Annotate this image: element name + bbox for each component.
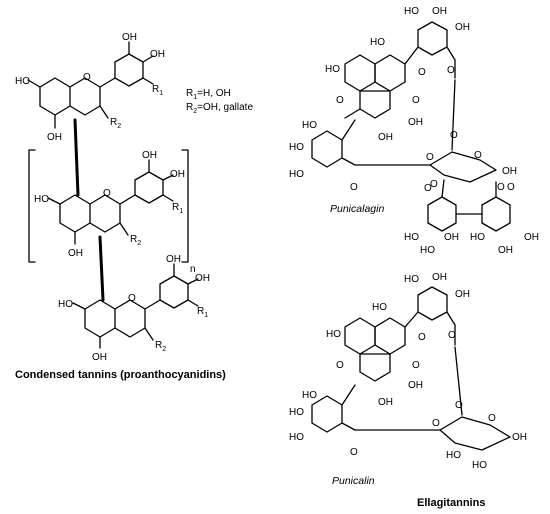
punicalagin-structure <box>311 21 511 232</box>
atom-label-ho: HO <box>404 232 419 243</box>
condensed-tannin-structure <box>27 41 199 349</box>
atom-label-o: O <box>447 65 455 76</box>
atom-label-o: O <box>128 293 136 304</box>
atom-label-ho: HO <box>370 37 385 48</box>
atom-label-ho: HO <box>325 64 340 75</box>
atom-label-ho: HO <box>302 120 317 131</box>
atom-label-o: O <box>474 150 482 161</box>
caption-condensed-tannins: Condensed tannins (proanthocyanidins) <box>15 369 226 381</box>
flavan-unit-bottom <box>72 263 199 349</box>
atom-label-oh: OH <box>524 232 539 243</box>
r2-definition: R2=OH, gallate <box>186 102 253 115</box>
atom-label-ho: HO <box>326 329 341 340</box>
atom-label-ho: HO <box>302 390 317 401</box>
flavan-unit-middle <box>28 149 189 302</box>
substituent-r2: R2 <box>110 117 121 130</box>
atom-label-ho: HO <box>289 432 304 443</box>
r1-definition: R1=H, OH <box>186 88 231 101</box>
atom-label-oh: OH <box>195 273 210 284</box>
atom-label-oh: OH <box>166 254 181 265</box>
atom-label-ho: HO <box>289 142 304 153</box>
atom-label-o: O <box>412 95 420 106</box>
atom-label-ho: HO <box>34 194 49 205</box>
atom-label-ho: HO <box>420 245 435 256</box>
atom-label-oh: OH <box>444 232 459 243</box>
atom-label-ho: HO <box>404 6 419 17</box>
atom-label-o: O <box>418 67 426 78</box>
atom-label-o: O <box>488 413 496 424</box>
atom-label-oh: OH <box>378 132 393 143</box>
atom-label-oh: OH <box>142 150 157 161</box>
atom-label-o: O <box>448 330 456 341</box>
atom-label-o: O <box>336 360 344 371</box>
atom-label-o: O <box>455 400 463 411</box>
substituent-r1: R1 <box>152 84 163 97</box>
atom-label-o: O <box>432 418 440 429</box>
atom-label-oh: OH <box>432 272 447 283</box>
substituent-r2: R2 <box>155 340 166 353</box>
atom-label-oh: OH <box>170 169 185 180</box>
atom-label-oh: OH <box>455 289 470 300</box>
substituent-r1: R1 <box>197 306 208 319</box>
atom-label-ho: HO <box>289 169 304 180</box>
caption-punicalagin: Punicalagin <box>330 203 384 215</box>
atom-label-oh: OH <box>455 22 470 33</box>
atom-label-o: O <box>497 182 505 193</box>
atom-label-oh: OH <box>150 49 165 60</box>
atom-label-o: O <box>350 182 358 193</box>
caption-punicalin: Punicalin <box>332 475 375 487</box>
atom-label-oh: OH <box>502 166 517 177</box>
flavan-unit-top <box>27 41 154 197</box>
repeat-index-n: n <box>190 264 196 275</box>
caption-ellagitannins: Ellagitannins <box>417 497 485 509</box>
atom-label-ho: HO <box>372 302 387 313</box>
atom-label-o: O <box>424 183 432 194</box>
atom-label-ho: HO <box>58 299 73 310</box>
atom-label-oh: OH <box>512 432 527 443</box>
atom-label-oh: OH <box>408 380 423 391</box>
atom-label-o: O <box>430 179 438 190</box>
atom-label-o: O <box>418 332 426 343</box>
atom-label-ho: HO <box>446 450 461 461</box>
atom-label-oh: OH <box>378 397 393 408</box>
atom-label-oh: OH <box>408 117 423 128</box>
atom-label-oh: OH <box>47 132 62 143</box>
atom-label-ho: HO <box>472 460 487 471</box>
atom-label-ho: HO <box>289 407 304 418</box>
substituent-r2: R2 <box>130 234 141 247</box>
atom-label-o: O <box>83 72 91 83</box>
atom-label-o: O <box>450 130 458 141</box>
atom-label-oh: OH <box>68 248 83 259</box>
atom-label-ho: HO <box>404 274 419 285</box>
atom-label-o: O <box>103 188 111 199</box>
atom-label-ho: HO <box>15 76 30 87</box>
atom-label-oh: OH <box>92 352 107 363</box>
atom-label-o: O <box>507 182 515 193</box>
substituent-r1: R1 <box>172 202 183 215</box>
atom-label-oh: OH <box>432 6 447 17</box>
atom-label-o: O <box>350 447 358 458</box>
atom-label-oh: OH <box>122 32 137 43</box>
punicalin-structure <box>311 286 511 451</box>
atom-label-oh: OH <box>498 245 513 256</box>
atom-label-ho: HO <box>470 232 485 243</box>
atom-label-o: O <box>412 360 420 371</box>
atom-label-o: O <box>336 95 344 106</box>
atom-label-o: O <box>426 152 434 163</box>
